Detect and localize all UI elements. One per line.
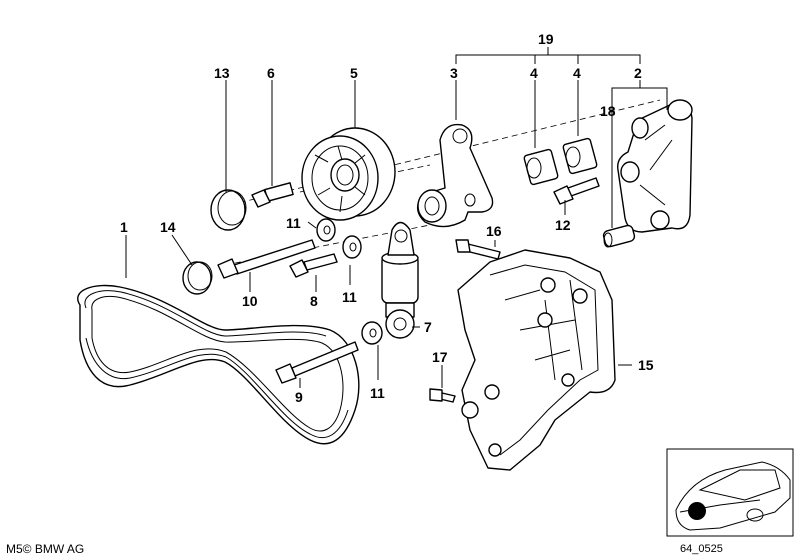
cap-14 — [182, 261, 213, 295]
callout-9: 9 — [295, 389, 303, 405]
bolt-16 — [455, 239, 501, 260]
callout-11c: 11 — [370, 385, 385, 401]
car-location-icon — [666, 448, 794, 537]
callout-3: 3 — [450, 65, 458, 81]
callout-8: 8 — [310, 293, 318, 309]
callout-19: 19 — [538, 31, 554, 47]
support-bracket-15 — [457, 249, 616, 471]
callout-4a: 4 — [530, 65, 538, 81]
leader-lines — [125, 47, 668, 388]
damper-7 — [381, 221, 419, 339]
bracket-2 — [617, 99, 693, 233]
bolt-8 — [289, 253, 338, 278]
drive-belt — [77, 284, 360, 445]
callout-18: 18 — [600, 103, 616, 119]
callout-1: 1 — [120, 219, 128, 235]
callout-10: 10 — [242, 293, 258, 309]
pulley-5 — [301, 127, 396, 221]
callout-17: 17 — [432, 349, 448, 365]
bolt-17 — [429, 388, 456, 403]
callout-7: 7 — [424, 319, 432, 335]
bolt-12 — [553, 177, 600, 205]
copyright-text: M5© BMW AG — [6, 542, 84, 556]
callout-16: 16 — [486, 223, 502, 239]
bolt-10 — [217, 239, 316, 279]
cap-13 — [210, 189, 247, 231]
callout-5: 5 — [350, 65, 358, 81]
bolt-9 — [275, 341, 359, 384]
callout-6: 6 — [267, 65, 275, 81]
bushing-4b — [562, 137, 598, 175]
callouts: 1 2 3 4 4 5 6 7 8 9 10 11 11 11 12 13 14… — [120, 31, 654, 405]
diagram-ref: 64_0525 — [680, 543, 723, 555]
callout-11a: 11 — [286, 215, 301, 231]
bolt-6 — [251, 182, 294, 208]
callout-2: 2 — [634, 65, 642, 81]
washer-11a — [316, 218, 336, 242]
bushing-4a — [523, 148, 559, 186]
washer-11b — [342, 235, 362, 259]
callout-14: 14 — [160, 219, 176, 235]
callout-12: 12 — [555, 217, 571, 233]
washer-11c — [361, 321, 383, 345]
callout-4b: 4 — [573, 65, 581, 81]
sleeve-18 — [602, 224, 636, 248]
callout-13: 13 — [214, 65, 230, 81]
callout-11b: 11 — [342, 289, 357, 305]
callout-15: 15 — [638, 357, 654, 373]
tensioner-arm-3 — [417, 123, 494, 228]
